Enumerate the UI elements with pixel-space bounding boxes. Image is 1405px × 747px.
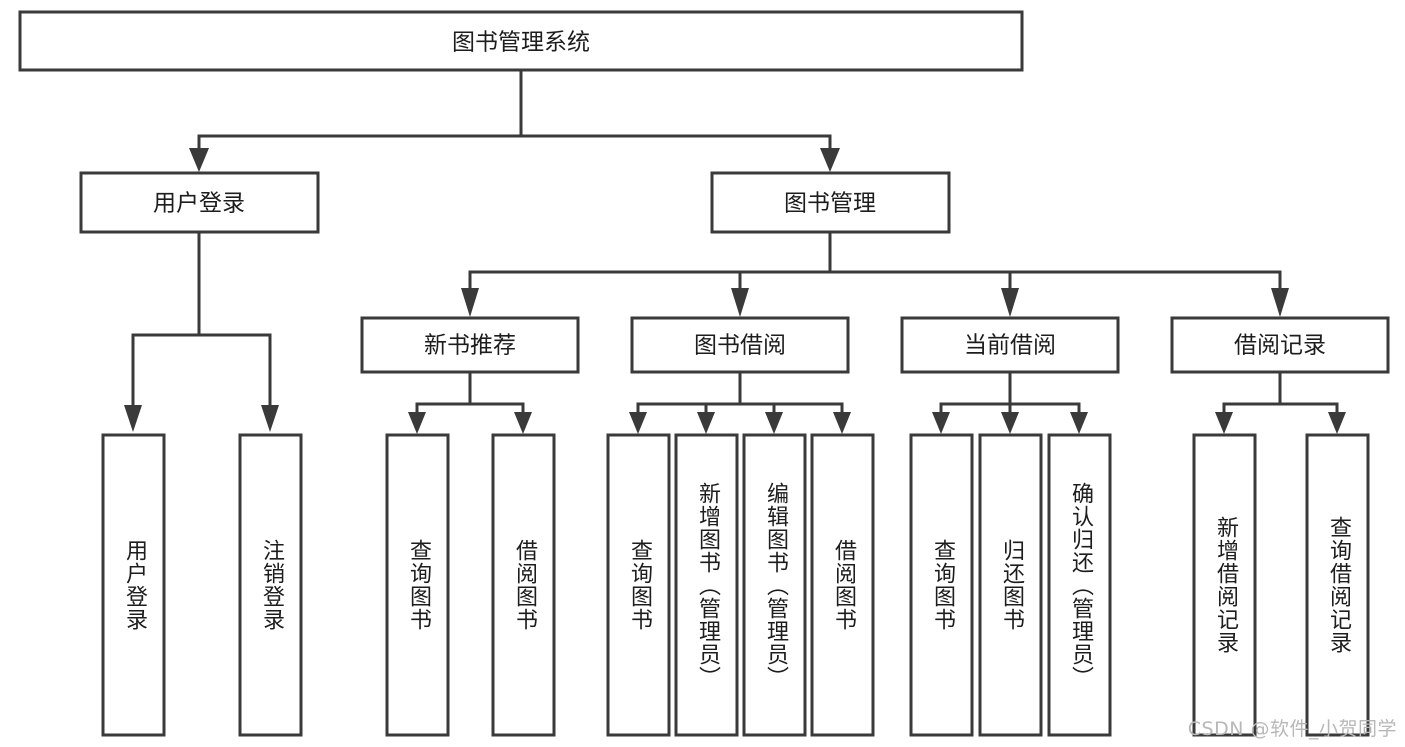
leaf-box-borrow-book-2[interactable] — [810, 433, 875, 737]
connector-root-to-level2 — [189, 69, 840, 172]
leaf-box-borrow-book-1[interactable] — [491, 433, 556, 737]
node-user-login[interactable]: 用户登录 — [79, 171, 320, 234]
connector-userlogin-to-leaves — [124, 231, 279, 432]
leaf-box-add-book[interactable] — [674, 433, 739, 737]
connector-newbook-to-leaves — [408, 370, 532, 434]
node-label-new-book-recommend: 新书推荐 — [424, 333, 516, 359]
connector-bookmanage-to-level3 — [461, 231, 1289, 317]
csdn-watermark: CSDN @软件_小贺同学 — [1187, 718, 1397, 740]
leaf-box-query-book-3[interactable] — [909, 433, 974, 737]
leaf-box-confirm-return[interactable] — [1047, 433, 1112, 737]
node-label-book-manage: 图书管理 — [784, 191, 876, 217]
node-label-system: 图书管理系统 — [452, 30, 590, 56]
node-current-borrow[interactable]: 当前借阅 — [900, 316, 1120, 374]
node-label-book-borrow: 图书借阅 — [694, 333, 786, 359]
connector-borrowrecord-to-leaves — [1215, 370, 1346, 434]
node-new-book-recommend[interactable]: 新书推荐 — [360, 316, 580, 374]
leaf-box-logout-login[interactable] — [238, 433, 303, 737]
node-label-borrow-record: 借阅记录 — [1234, 333, 1326, 359]
leaf-box-add-record[interactable] — [1192, 433, 1257, 737]
node-borrow-record[interactable]: 借阅记录 — [1170, 316, 1390, 374]
node-book-manage[interactable]: 图书管理 — [710, 171, 951, 234]
node-label-user-login: 用户登录 — [153, 191, 245, 217]
leaf-box-query-book-1[interactable] — [385, 433, 450, 737]
node-system-root[interactable]: 图书管理系统 — [18, 10, 1024, 72]
connector-currentborrow-to-leaves — [932, 370, 1088, 434]
leaf-box-user-login[interactable] — [101, 433, 166, 737]
leaf-box-query-record[interactable] — [1305, 433, 1370, 737]
node-label-current-borrow: 当前借阅 — [964, 333, 1056, 359]
connector-bookborrow-to-leaves — [629, 370, 851, 434]
leaf-box-return-book[interactable] — [978, 433, 1043, 737]
leaf-box-query-book-2[interactable] — [606, 433, 671, 737]
node-book-borrow[interactable]: 图书借阅 — [630, 316, 850, 374]
leaf-box-edit-book[interactable] — [742, 433, 807, 737]
